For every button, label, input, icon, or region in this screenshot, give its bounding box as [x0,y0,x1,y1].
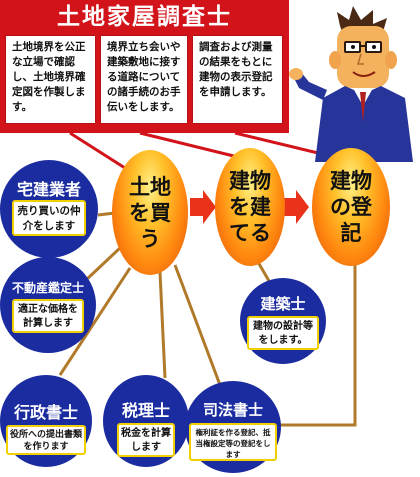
banner-connector-1 [69,131,126,170]
role-fudosan: 不動産鑑定士 適正な価格を計算します [0,257,96,353]
stage-registration-label: 建物の登記 [330,169,372,245]
arrow-right-icon [283,190,309,224]
role-takken-desc: 売り買いの仲介をします [12,200,86,236]
role-zeiri-title: 税理士 [121,401,170,420]
connector-gyosei [58,267,132,376]
banner-note-3: 調査および測量の結果をもとに建物の表示登記を申請します。 [192,35,283,124]
banner-note-2: 境界立ち会いや建築敷地に接する道路についての諸手続のお手伝いをします。 [100,35,188,124]
stage-buy-land: 土地を買う [112,150,188,275]
arrow-right-icon [190,190,216,224]
stage-registration: 建物の登記 [312,148,390,266]
role-takken: 宅建業者 売り買いの仲介をします [0,160,98,258]
role-gyosei: 行政書士 役所への提出書類を作ります [0,375,92,467]
role-zeiri: 税理士 税金を計算します [103,375,189,467]
role-shiho-desc: 権利証を作る登記、抵当権設定等の登記をします [189,423,277,461]
role-takken-title: 宅建業者 [16,180,81,199]
role-gyosei-desc: 役所への提出書類を作ります [6,425,86,455]
stage-buy-land-label: 土地を買う [129,174,171,251]
role-kenchiku: 建築士 建物の設計等をします。 [240,278,326,364]
banner-note-1: 土地境界を公正な立場で確認し、土地境界確定図を作製します。 [5,35,96,124]
role-zeiri-desc: 税金を計算します [117,423,175,457]
stage-build: 建物を建てる [215,148,285,266]
role-shiho-title: 司法書士 [202,401,263,419]
banner-title: 土地家屋調査士 [57,4,232,30]
role-shiho: 司法書士 権利証を作る登記、抵当権設定等の登記をします [185,381,281,473]
mascot-icon [289,6,413,162]
role-fudosan-title: 不動産鑑定士 [11,281,84,295]
connector-shiho [173,264,222,386]
connector-shiho-touki [253,262,357,427]
role-kenchiku-title: 建築士 [260,295,306,313]
role-gyosei-title: 行政書士 [13,403,78,422]
role-kenchiku-desc: 建物の設計等をします。 [247,316,319,350]
connector-fudosan [84,246,122,282]
stage-build-label: 建物を建てる [229,169,271,245]
role-fudosan-desc: 適正な価格を計算します [12,299,84,333]
connector-zeiri [158,271,167,379]
